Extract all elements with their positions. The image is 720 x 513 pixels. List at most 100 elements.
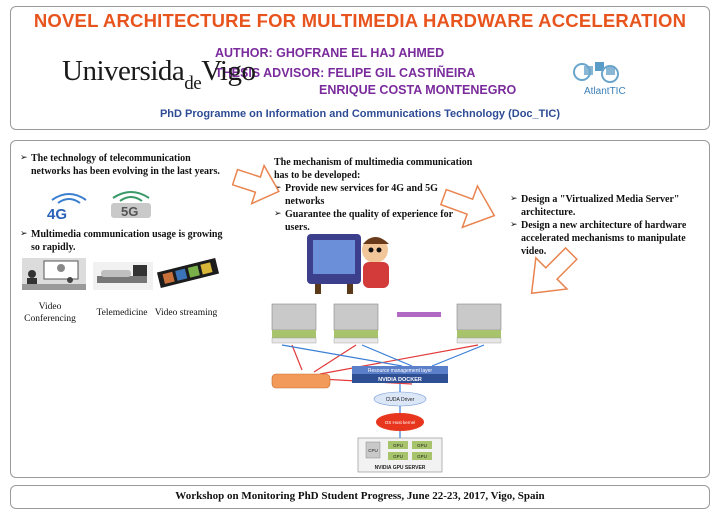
- agent-box: [271, 373, 331, 389]
- atlanttic-ring-2: [601, 65, 619, 83]
- arrow-shape-1: [232, 163, 280, 206]
- arrow-shape-2: [440, 184, 496, 229]
- gpu-chip-3: [388, 452, 408, 460]
- arrow-right-to-diagram: [530, 246, 578, 295]
- header-panel: [10, 6, 710, 130]
- video-conferencing-image: [22, 258, 86, 290]
- logo-text-de: de: [184, 73, 202, 94]
- 4g-wave-outer: [51, 193, 87, 201]
- cpu-label: CPU: [368, 448, 378, 453]
- film-frame-2: [175, 268, 188, 281]
- blue-arrows: [281, 344, 485, 367]
- film-frame-4: [200, 262, 213, 275]
- right-bullet-list: Design a "Virtualized Media Server" arch…: [510, 193, 700, 258]
- 4g-icon: 4G: [47, 193, 87, 220]
- 4g-wave-inner: [57, 198, 81, 204]
- programme-line: PhD Programme on Information and Communi…: [159, 108, 561, 120]
- container-1-top: [271, 303, 317, 331]
- left-bullet-list-1: The technology of telecommunication netw…: [20, 152, 230, 178]
- film-frame-1: [162, 271, 175, 284]
- arrow-left-to-middle: [232, 163, 280, 206]
- red-arrow-1: [291, 344, 303, 371]
- container-ellipsis: [397, 312, 441, 317]
- cuda-driver-label: CUDA Driver: [386, 397, 415, 403]
- gpu-1-label: GPU: [393, 443, 403, 448]
- 4g-label: 4G: [47, 206, 67, 220]
- container-3-mid: [457, 330, 501, 338]
- atlanttic-ring-1: [573, 63, 591, 81]
- container-3-top: [456, 303, 502, 331]
- video-streaming-image: [156, 258, 220, 288]
- cartoon-tv-viewer-image: [307, 234, 389, 294]
- viewer-body: [363, 262, 389, 288]
- vc-person-1: [28, 270, 36, 278]
- footer-text: Workshop on Monitoring PhD Student Progr…: [175, 490, 545, 502]
- tv-leg-right: [347, 284, 353, 294]
- resource-management-layer: [352, 366, 448, 374]
- telemedicine-image: [93, 262, 153, 290]
- viewer-eye-right: [376, 247, 382, 253]
- architecture-diagram: Resource management layer NVIDIA DOCKER …: [271, 303, 502, 473]
- author-line: AUTHOR: GHOFRANE EL HAJ AHMED: [215, 46, 445, 60]
- advisor-line-1: THESIS ADVISOR: FELIPE GIL CASTIÑEIRA: [215, 66, 476, 80]
- container-2-bottom: [333, 337, 379, 344]
- footer-panel: [10, 485, 710, 509]
- container-3-bottom: [456, 337, 502, 344]
- caption-video-streaming: Video streaming: [154, 308, 218, 318]
- nvidia-docker-label: NVIDIA DOCKER: [378, 377, 422, 383]
- logo-text-a: Universida: [62, 55, 185, 87]
- atlanttic-logo: AtlantTIC: [573, 62, 626, 97]
- atlanttic-square-2: [595, 62, 604, 71]
- atlanttic-square-3: [606, 66, 615, 75]
- viewer-eye-left: [368, 247, 374, 253]
- left-bullet-2: Multimedia communication usage is growin…: [20, 228, 230, 254]
- tv-leg-left: [315, 284, 321, 294]
- container-2-top: [333, 303, 379, 331]
- arrow-shape-3: [530, 246, 578, 295]
- universidade-de-vigo-logo: UniversidadeVigo: [62, 55, 256, 94]
- gpu-chip-1: [388, 441, 408, 449]
- blue-arrow-1: [281, 344, 403, 367]
- tm-patient: [101, 270, 131, 277]
- cpu-chip: [365, 441, 381, 459]
- advisor-line-2: ENRIQUE COSTA MONTENEGRO: [319, 83, 517, 97]
- atlanttic-square-1: [584, 66, 593, 75]
- right-bullet-1: Design a "Virtualized Media Server" arch…: [510, 193, 700, 219]
- gpu-chip-4: [412, 452, 432, 460]
- atlanttic-label: AtlantTIC: [584, 86, 626, 97]
- red-arrow-2: [313, 344, 357, 373]
- tm-bed: [97, 276, 147, 283]
- vc-remote-person: [57, 264, 65, 272]
- container-2-mid: [334, 330, 378, 338]
- gpu-2-label: GPU: [417, 443, 427, 448]
- 5g-wave-outer: [112, 191, 150, 199]
- caption-telemedicine: Telemedicine: [96, 308, 148, 318]
- left-bullet-list-2: Multimedia communication usage is growin…: [20, 228, 230, 254]
- arrow-middle-to-right: [440, 184, 496, 229]
- resource-management-label: Resource management layer: [368, 368, 433, 374]
- blue-arrow-2: [361, 344, 413, 367]
- middle-intro: The mechanism of multimedia communicatio…: [274, 157, 473, 181]
- 5g-label: 5G: [121, 204, 138, 219]
- vc-person-2: [67, 277, 73, 283]
- logo-text-b: Vigo: [201, 55, 256, 87]
- tm-monitor: [133, 265, 147, 276]
- viewer-hair: [363, 237, 389, 244]
- left-bullet-1: The technology of telecommunication netw…: [20, 152, 230, 178]
- 5g-wave-inner: [119, 196, 143, 202]
- tv-screen: [313, 240, 355, 274]
- blue-arrow-3: [431, 344, 485, 367]
- film-frame-3: [187, 265, 200, 278]
- gpu-server-label: NVIDIA GPU SERVER: [375, 465, 426, 471]
- gpu-4-label: GPU: [417, 454, 427, 459]
- gpu-chip-2: [412, 441, 432, 449]
- poster-title: NOVEL ARCHITECTURE FOR MULTIMEDIA HARDWA…: [33, 10, 687, 31]
- container-1-bottom: [271, 337, 317, 344]
- red-arrow-3: [319, 344, 479, 375]
- 5g-icon: 5G: [111, 191, 151, 219]
- middle-bullet-2: Guarantee the quality of experience for …: [274, 208, 474, 234]
- container-1-mid: [272, 330, 316, 338]
- right-bullet-2: Design a new architecture of hardware ac…: [510, 219, 700, 258]
- nvidia-docker-layer: [352, 374, 448, 383]
- gpu-3-label: GPU: [393, 454, 403, 459]
